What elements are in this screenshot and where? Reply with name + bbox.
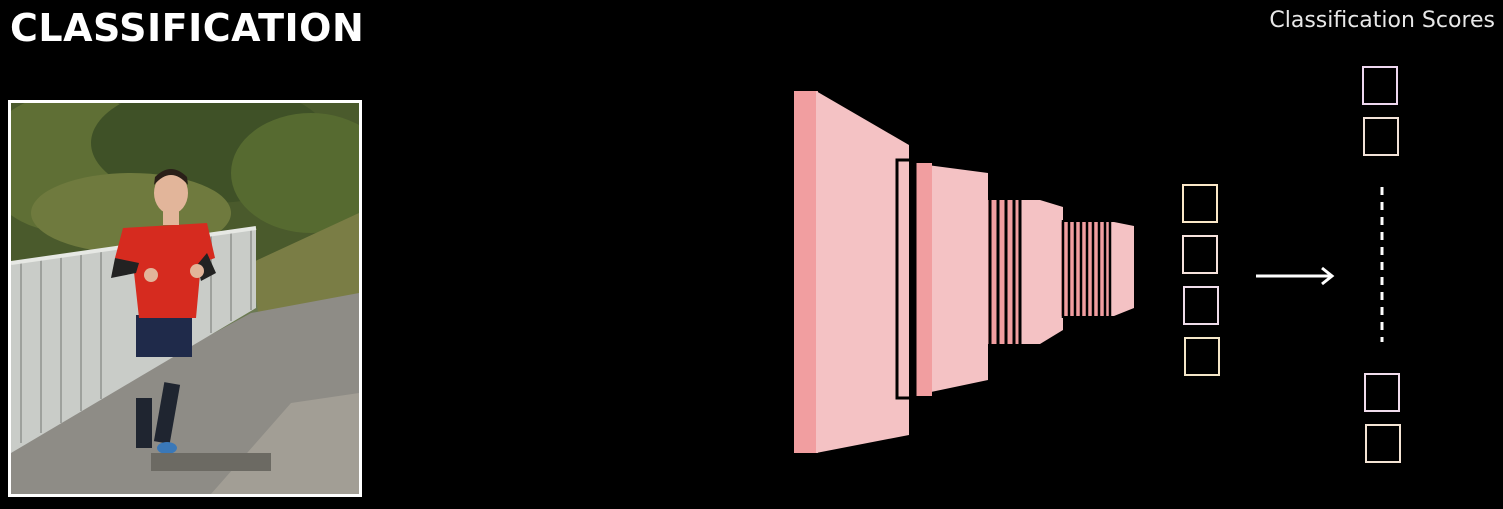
score-box (1365, 424, 1401, 463)
arrow-right-icon (1256, 266, 1335, 286)
score-box (1363, 117, 1399, 156)
classification-scores (1362, 66, 1401, 463)
page-title: CLASSIFICATION (10, 6, 365, 50)
score-box (1364, 373, 1400, 412)
feature-box (1184, 337, 1220, 376)
conv-layer-3 (988, 199, 1063, 346)
conv-layer-4 (1061, 220, 1134, 318)
conv-layer-1 (794, 91, 909, 453)
feature-vector (1182, 184, 1220, 376)
classification-scores-label: Classification Scores (1269, 8, 1495, 33)
feature-box (1182, 235, 1218, 274)
conv-layer-2 (895, 158, 988, 400)
score-box (1362, 66, 1398, 105)
feature-box (1183, 286, 1219, 325)
input-image-runner (8, 100, 362, 497)
feature-box (1182, 184, 1218, 223)
